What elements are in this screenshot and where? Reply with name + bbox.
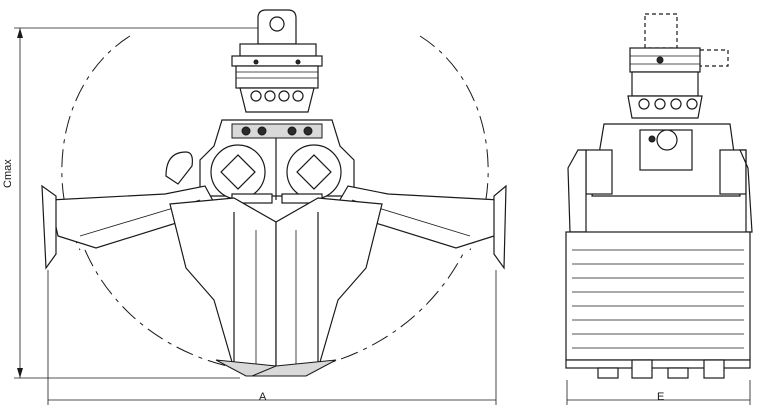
dimension-e-line xyxy=(566,380,751,405)
dimension-label-a: A xyxy=(259,391,267,403)
shell-side xyxy=(565,231,751,379)
dimension-cmax-line xyxy=(14,27,268,379)
grab-head-front xyxy=(165,119,355,204)
dimension-label-e: E xyxy=(657,391,665,403)
head-side xyxy=(567,123,753,233)
dimension-label-cmax: Cmax xyxy=(2,159,14,188)
dimension-a-line xyxy=(47,270,497,405)
shells-front xyxy=(169,197,383,377)
rotator-side xyxy=(627,13,729,119)
rotator-front xyxy=(231,9,323,113)
